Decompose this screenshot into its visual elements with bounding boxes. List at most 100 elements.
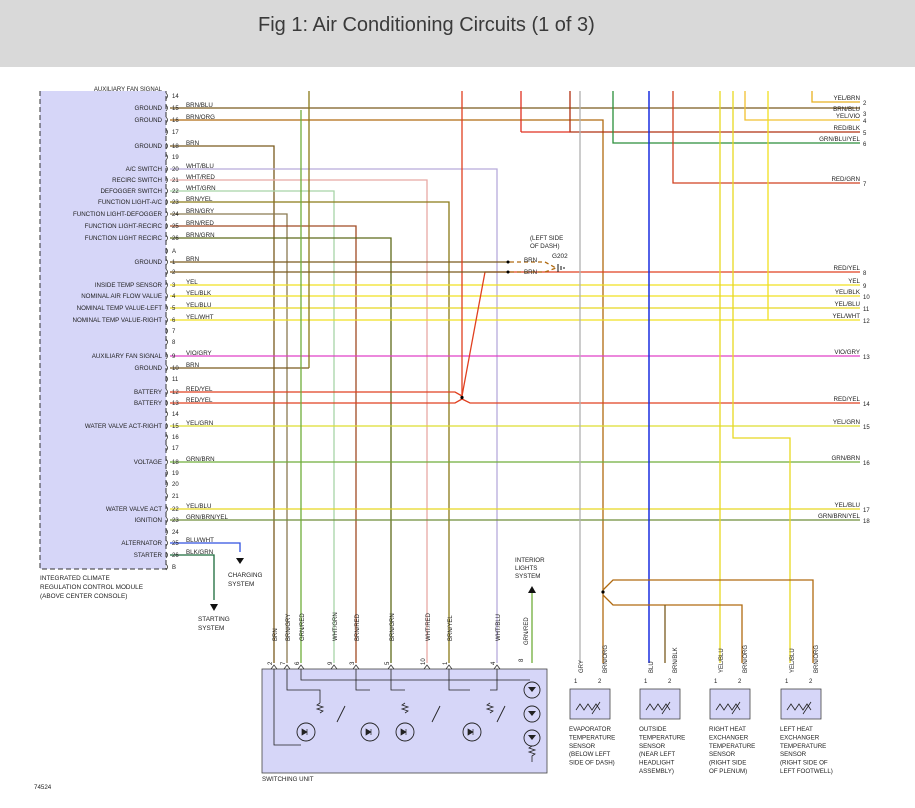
unit-pin [270, 664, 278, 670]
wire-label: WHT/RED [186, 174, 215, 181]
ground-wire-dashed [510, 261, 557, 269]
unit-pin-number: 5 [385, 661, 391, 665]
sensor-label: ASSEMBLY) [639, 768, 674, 775]
sensor-wire-label: BLU [649, 661, 655, 673]
sensor-pin-number: 1 [714, 679, 718, 685]
pin-tick [165, 539, 168, 547]
unit-wire-label: BRN/YEL [448, 615, 454, 641]
indicator-led [296, 722, 316, 742]
unit-pin-number: 3 [350, 661, 356, 665]
unit-wire-label: BRN/GRN [390, 613, 396, 641]
pin-tick [165, 165, 168, 173]
pin-tick [165, 551, 168, 559]
lamp-diode-icon [528, 735, 536, 740]
wire-label: VIO/GRY [186, 350, 212, 357]
wire-brn-18 [170, 145, 275, 663]
pin-number: A [172, 249, 176, 255]
pin-number: 19 [172, 155, 179, 161]
pin-number: 25 [172, 224, 179, 230]
right-pin-number: 10 [863, 295, 870, 301]
right-wire-label: BRN/BLU [833, 106, 860, 113]
pin-label: WATER VALVE ACT-RIGHT [85, 423, 162, 430]
right-wire-label: YEL/BLU [835, 502, 860, 509]
right-pin-number: 8 [863, 271, 867, 277]
pin-number: 13 [172, 401, 179, 407]
right-pin-number: 12 [863, 319, 870, 325]
thermistor-icon [715, 701, 741, 715]
right-wire-label: YEL/BLU [835, 301, 860, 308]
wire-layer [170, 91, 860, 663]
unit-pin [352, 664, 360, 670]
wire-blk-grn [170, 554, 215, 600]
pin-label: BATTERY [134, 389, 162, 396]
sensor-body [709, 688, 751, 720]
right-wire-label: RED/BLK [834, 125, 861, 132]
page-header: Fig 1: Air Conditioning Circuits (1 of 3… [0, 0, 915, 67]
sensor-wire-label: YEL/BLU [790, 648, 796, 673]
pin-label: NOMINAL TEMP VALUE-RIGHT [72, 317, 162, 324]
pin-number: 14 [172, 94, 179, 100]
pin-number: 16 [172, 435, 179, 441]
wire-label: YEL/WHT [186, 314, 214, 321]
wire-wht-red [170, 179, 428, 663]
pin-label: AUXILIARY FAN SIGNAL [92, 353, 163, 360]
pin-number: 25 [172, 541, 179, 547]
unit-wire-label: BRN [273, 628, 279, 641]
pin-number: 17 [172, 446, 179, 452]
wire-label: GRN/BRN [186, 456, 215, 463]
pin-label: IGNITION [135, 517, 163, 524]
right-pin-number: 15 [863, 425, 870, 431]
unit-pin-number: 10 [421, 658, 427, 665]
pin-tick [165, 176, 168, 184]
unit-wire-label: WHT/GRN [333, 612, 339, 641]
splice-dot [601, 590, 605, 594]
sensor-label: OF PLENUM) [709, 768, 747, 775]
wire-yel-vio [744, 91, 860, 121]
unit-pin [297, 664, 305, 670]
pin-number: 11 [172, 377, 179, 383]
resistor [485, 702, 495, 714]
thermistor-icon [575, 701, 601, 715]
wire-label: BRN/BLU [186, 102, 213, 109]
module-name: (ABOVE CENTER CONSOLE) [40, 593, 127, 600]
sensor-wire-label: BRN/BLK [673, 647, 679, 673]
pin-tick [165, 352, 168, 360]
indicator-led [462, 722, 482, 742]
right-wire-label: YEL/BRN [834, 95, 860, 102]
pin-number: 14 [172, 412, 179, 418]
module-body [40, 91, 166, 569]
pin-label: RECIRC SWITCH [112, 177, 162, 184]
pin-number: 16 [172, 118, 179, 124]
pin-number: 23 [172, 518, 179, 524]
ground-location: OF DASH) [530, 243, 560, 250]
splice-dot [506, 270, 510, 274]
starting-label: STARTING [198, 616, 230, 623]
wire-wht-blu [170, 168, 498, 663]
sensor-label: EXCHANGER [709, 734, 749, 741]
pin-number: 15 [172, 424, 179, 430]
module-name: INTEGRATED CLIMATE [40, 575, 110, 582]
charging-arrow [236, 558, 244, 564]
pin-tick [165, 399, 168, 407]
pin-number: 21 [172, 178, 179, 184]
pin-number: 2 [172, 270, 176, 276]
pin-tick [165, 247, 168, 255]
pin-number: 15 [172, 106, 179, 112]
right-pin-number: 5 [863, 131, 867, 137]
module-clipped-label: AUXILIARY FAN SIGNAL [94, 87, 163, 93]
right-wire-label: YEL/BLK [835, 289, 861, 296]
indicator-led [360, 722, 380, 742]
ground-name: G202 [552, 253, 568, 260]
sensor-wire-label: YEL/BLU [719, 648, 725, 673]
wire-red-grn [672, 91, 860, 184]
interior-wire-label: GRN/RED [524, 617, 530, 645]
interior-lights-label: INTERIOR [515, 557, 545, 564]
pin-tick [165, 364, 168, 372]
right-pin-number: 14 [863, 402, 870, 408]
sensor-label: EVAPORATOR [569, 726, 611, 733]
unit-wire-label: BRN/RED [355, 613, 361, 641]
right-wire-label: YEL/WHT [832, 313, 860, 320]
pin-number: 26 [172, 236, 179, 242]
pin-number: 7 [172, 329, 176, 335]
pin-number: 6 [172, 318, 176, 324]
